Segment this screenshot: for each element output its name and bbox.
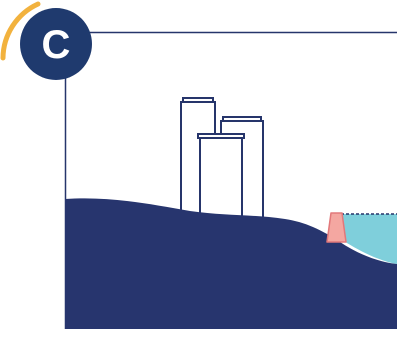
ground-terrain	[65, 198, 397, 329]
accent-arc-icon	[0, 1, 41, 61]
dam-icon	[326, 212, 347, 243]
building-right-roof	[222, 116, 262, 122]
building-tall-left-roof	[182, 97, 214, 103]
badge-circle-icon	[20, 8, 92, 80]
building-front-roof	[197, 133, 245, 139]
building-front	[199, 137, 243, 221]
water-icon	[342, 214, 397, 264]
building-icon	[180, 97, 264, 222]
badge-label: C	[42, 23, 71, 67]
